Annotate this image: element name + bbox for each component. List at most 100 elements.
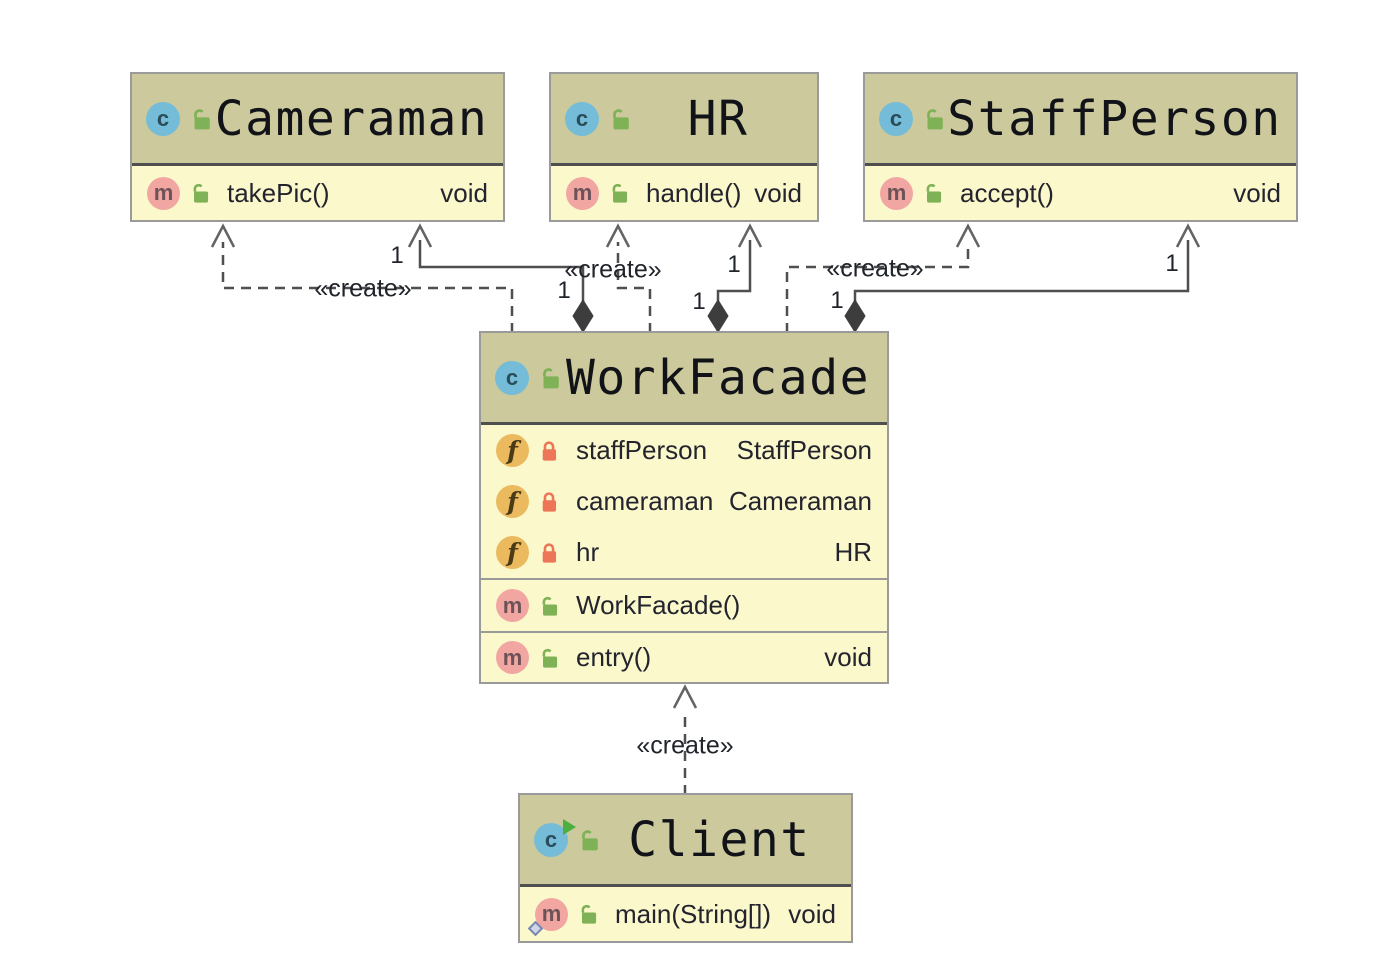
method-icon-letter: m [541, 901, 562, 926]
edge-client-create-workfacade[interactable] [672, 684, 698, 795]
method-return-type: void [1233, 177, 1281, 208]
field-row-hr[interactable]: f hr HR [481, 527, 887, 578]
field-name: cameraman [576, 486, 714, 516]
method-icon: m [880, 176, 913, 210]
unlocked-icon [542, 596, 558, 616]
field-row-cameraman[interactable]: f cameraman Cameraman [481, 476, 887, 527]
method-name: accept() [960, 177, 1054, 208]
field-icon-letter: f [507, 538, 518, 567]
unlocked-icon [612, 183, 628, 203]
class-node-hr[interactable]: c HR m handle() void [549, 72, 819, 222]
method-name: entry() [576, 642, 652, 672]
class-icon: c [495, 360, 529, 395]
field-type: HR [834, 537, 872, 567]
edge-workfacade-create-staffperson[interactable] [785, 223, 981, 333]
unlocked-icon [926, 183, 942, 203]
method-row-main[interactable]: m main(String[]) void [520, 887, 851, 941]
method-row-accept[interactable]: m accept() void [865, 166, 1296, 220]
run-arrow-icon [563, 818, 576, 835]
edge-workfacade-aggregates-staffperson[interactable] [844, 223, 1201, 333]
class-title: WorkFacade [566, 349, 870, 406]
unlocked-icon [582, 829, 598, 850]
method-icon-letter: m [153, 180, 174, 205]
class-icon-letter: c [575, 105, 589, 131]
class-icon: c [146, 101, 180, 136]
field-icon: f [496, 485, 529, 518]
method-name: takePic() [227, 177, 330, 208]
method-icon-letter: m [502, 592, 523, 618]
class-title: Client [628, 811, 811, 868]
class-header: c Client [520, 795, 851, 887]
class-icon-letter: c [156, 105, 170, 131]
edge-workfacade-aggregates-hr[interactable] [707, 223, 763, 333]
class-icon-letter: c [544, 826, 558, 852]
static-method-icon: m [527, 897, 568, 936]
class-icon: c [879, 101, 913, 136]
field-type: StaffPerson [736, 435, 872, 465]
field-name: hr [576, 537, 600, 567]
field-name: staffPerson [576, 435, 708, 465]
unlocked-icon [613, 108, 629, 129]
class-node-workfacade[interactable]: c WorkFacade f staffPerson StaffPerson f… [479, 331, 889, 684]
field-icon: f [496, 434, 529, 467]
field-icon: f [496, 536, 529, 569]
unlocked-icon [193, 183, 209, 203]
method-return-type: void [788, 898, 836, 929]
multiplicity-label: 1 [1165, 250, 1179, 277]
method-return-type: void [440, 177, 488, 208]
section-separator [481, 631, 887, 633]
method-row-entry[interactable]: m entry() void [481, 633, 887, 682]
method-icon-letter: m [572, 180, 593, 205]
multiplicity-label: 1 [557, 277, 571, 304]
constructor-row-workfacade[interactable]: m WorkFacade() [481, 580, 887, 631]
class-icon: c [565, 101, 599, 136]
multiplicity-label: 1 [692, 288, 706, 315]
constructor-name: WorkFacade() [576, 590, 741, 620]
create-stereotype-label: «create» [564, 255, 662, 284]
method-row-handle[interactable]: m handle() void [551, 166, 817, 220]
class-icon-letter: c [889, 105, 903, 131]
field-row-staffperson[interactable]: f staffPerson StaffPerson [481, 425, 887, 476]
field-icon-letter: f [507, 436, 518, 465]
class-node-cameraman[interactable]: c Cameraman m takePic() void [130, 72, 505, 222]
locked-icon [542, 440, 557, 461]
unlocked-icon [543, 367, 559, 388]
runnable-class-icon: c [534, 818, 576, 857]
create-stereotype-label: «create» [314, 274, 412, 303]
multiplicity-label: 1 [390, 242, 404, 269]
class-header: c Cameraman [132, 74, 503, 166]
method-icon: m [496, 641, 529, 674]
class-node-client[interactable]: c Client m main(String[]) void [518, 793, 853, 943]
field-icon-letter: f [507, 487, 518, 516]
field-type: Cameraman [728, 486, 872, 516]
multiplicity-label: 1 [830, 287, 844, 314]
method-return-type: void [754, 177, 802, 208]
method-icon-letter: m [886, 180, 907, 205]
class-header: c WorkFacade [481, 333, 887, 425]
unlocked-icon [927, 108, 943, 129]
class-node-staffperson[interactable]: c StaffPerson m accept() void [863, 72, 1298, 222]
edge-workfacade-create-cameraman[interactable] [210, 223, 514, 333]
method-icon: m [147, 176, 180, 210]
class-title: StaffPerson [947, 90, 1282, 147]
method-icon-letter: m [502, 644, 523, 670]
locked-icon [542, 491, 557, 512]
create-stereotype-label: «create» [636, 731, 734, 760]
method-return-type: void [824, 642, 872, 672]
multiplicity-label: 1 [727, 251, 741, 278]
class-title: Cameraman [214, 90, 489, 147]
create-stereotype-label: «create» [826, 254, 924, 283]
edge-workfacade-create-hr[interactable] [605, 223, 652, 333]
locked-icon [542, 542, 557, 563]
class-title: HR [687, 90, 749, 147]
method-name: handle() [646, 177, 742, 208]
method-row-takepic[interactable]: m takePic() void [132, 166, 503, 220]
method-name: main(String[]) [615, 898, 772, 929]
unlocked-icon [581, 904, 597, 924]
method-icon: m [566, 176, 599, 210]
unlocked-icon [194, 108, 210, 129]
unlocked-icon [542, 648, 558, 668]
class-header: c HR [551, 74, 817, 166]
method-icon: m [496, 589, 529, 622]
